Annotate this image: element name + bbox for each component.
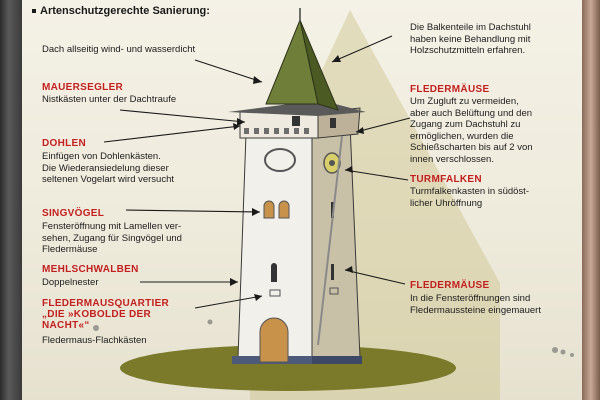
text-dohlen: Einfügen von Dohlenkästen. Die Wiederans… <box>42 151 175 185</box>
drain-pipe <box>317 135 343 346</box>
spire-roof-side <box>299 19 339 111</box>
bat-box-front <box>269 289 281 297</box>
battlement-marks <box>244 128 309 134</box>
graffiti-marks <box>93 319 574 357</box>
heading-dohlen: DOHLEN <box>42 138 87 149</box>
tower-base-side <box>312 356 362 364</box>
text-singvoegel: Fensteröffnung mit Lamellen ver- sehen, … <box>42 221 182 255</box>
bat-box-side <box>329 287 339 295</box>
right-post <box>582 0 600 400</box>
heading-mauersegler: MAUERSEGLER <box>42 82 124 93</box>
text-fledermaeuse-2: In die Fensteröffnungen sind Fledermauss… <box>410 293 541 316</box>
belfry-opening-side <box>330 118 336 128</box>
ground-ellipse <box>120 345 456 391</box>
text-fledermausquartier: Fledermaus-Flachkästen <box>42 335 147 346</box>
label-balken: Die Balkenteile im Dachstuhl haben keine… <box>410 22 531 56</box>
double-window-right <box>278 200 290 219</box>
tower-door <box>259 317 289 363</box>
heading-fledermausquartier: FLEDERMAUSQUARTIER „DIE »KOBOLDE DER NAC… <box>42 298 170 331</box>
slit-window-side-lower <box>331 264 334 280</box>
board-title: Artenschutzgerechte Sanierung: <box>40 5 210 17</box>
title-bullet <box>32 9 36 13</box>
double-window-left <box>263 200 275 219</box>
text-mauersegler: Nistkästen unter der Dachtraufe <box>42 94 177 105</box>
label-dach: Dach allseitig wind- und wasserdicht <box>42 44 196 55</box>
belfry-front <box>239 111 319 139</box>
heading-mehlschwalben: MEHLSCHWALBEN <box>42 264 139 275</box>
heading-fledermaeuse-2: FLEDERMÄUSE <box>410 280 490 291</box>
heading-singvoegel: SINGVÖGEL <box>42 208 105 219</box>
heading-turmfalken: TURMFALKEN <box>410 174 482 185</box>
text-mehlschwalben: Doppelnester <box>42 277 99 288</box>
leader-lines <box>103 35 411 309</box>
slit-window-front <box>271 263 277 282</box>
text-fledermaeuse-1: Um Zugluft zu vermeiden, aber auch Belüf… <box>410 96 533 165</box>
belfry-opening <box>292 116 300 126</box>
text-turmfalken: Turmfalkenkasten in südöst- licher Uhröf… <box>410 186 529 209</box>
heading-fledermaeuse-1: FLEDERMÄUSE <box>410 84 490 95</box>
left-post <box>0 0 22 400</box>
clock-opening-front <box>264 148 296 172</box>
